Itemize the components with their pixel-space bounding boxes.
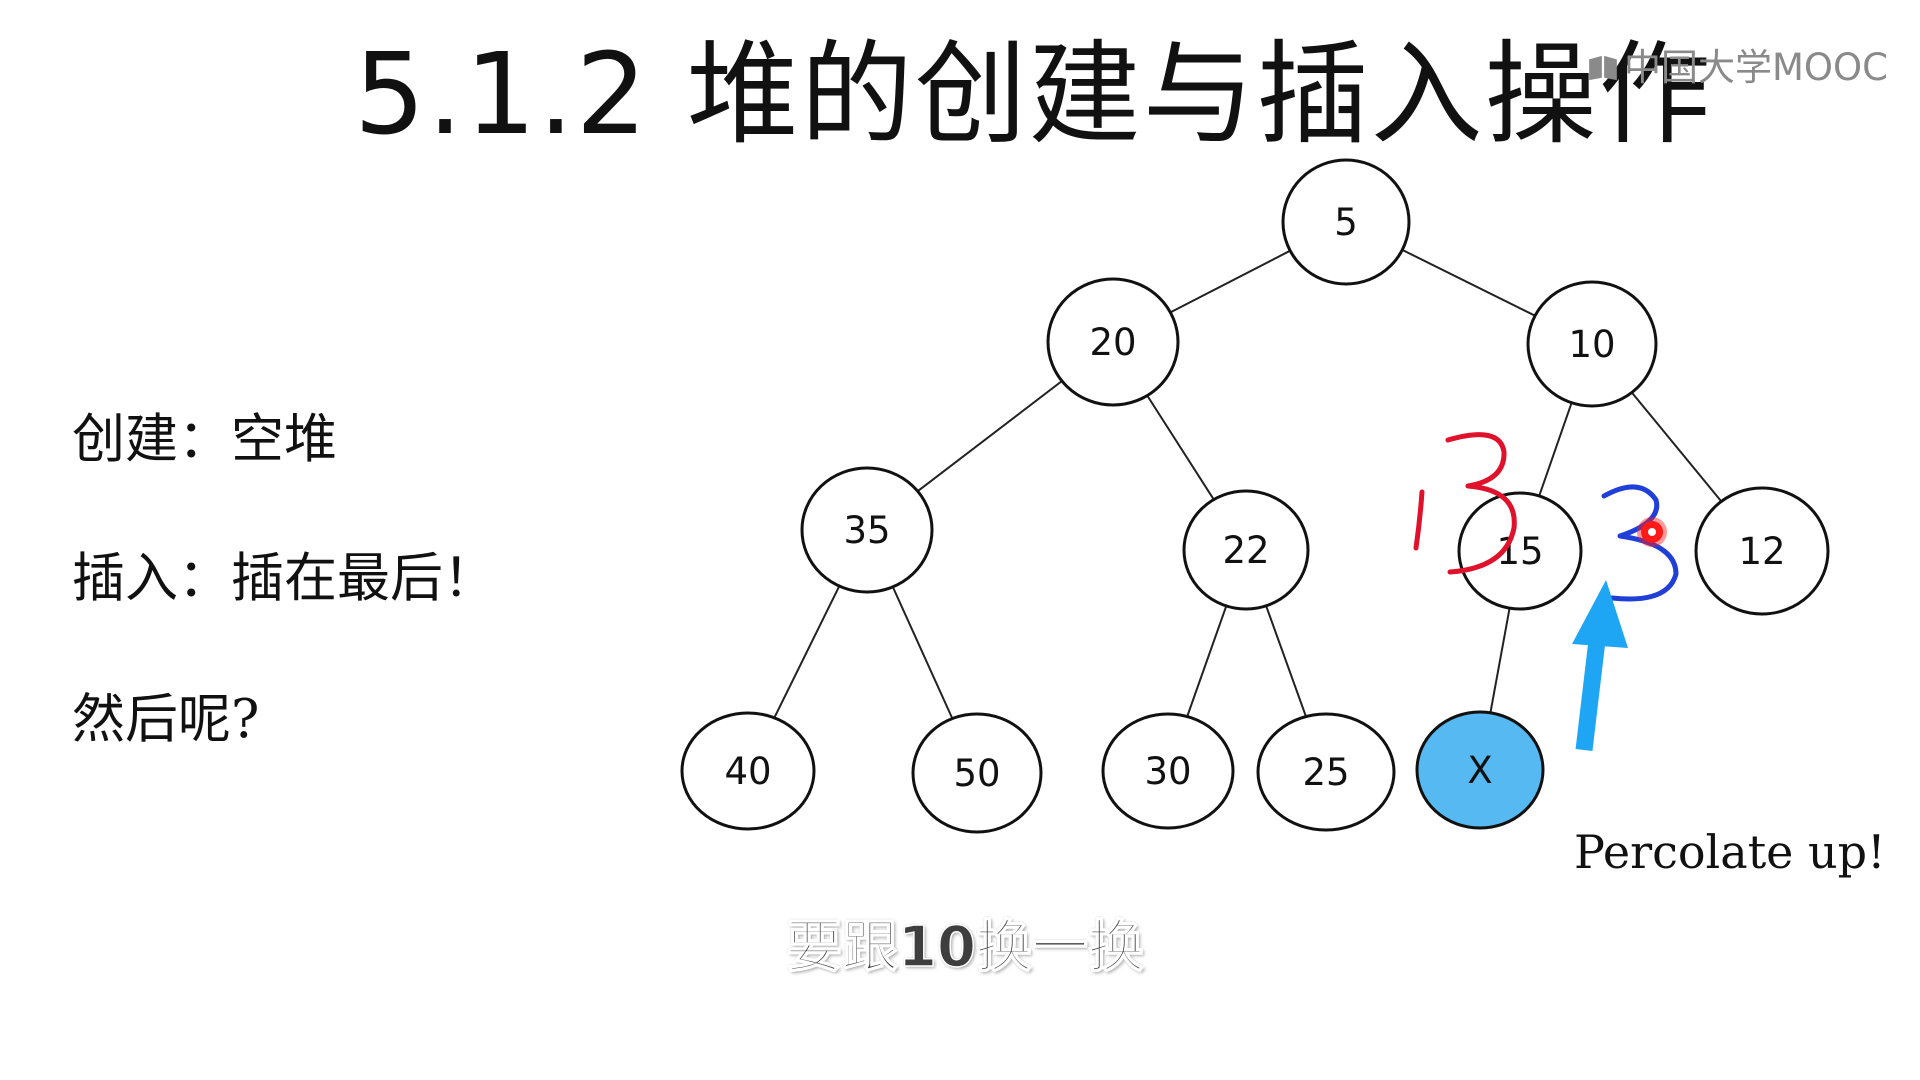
tree-edge-20-35 bbox=[917, 380, 1063, 492]
tree-node-circle bbox=[911, 712, 1043, 834]
tree-node-15: 15 bbox=[1457, 491, 1583, 611]
tree-node-label: 50 bbox=[953, 752, 1000, 795]
page-title: 5.1.2 堆的创建与插入操作 bbox=[354, 30, 1713, 160]
tree-node-22: 22 bbox=[1182, 489, 1310, 611]
tree-node-circle bbox=[680, 711, 816, 831]
tree-node-circle bbox=[800, 466, 934, 594]
tree-edge-10-15 bbox=[1538, 402, 1573, 497]
tree-node-label: 25 bbox=[1302, 751, 1349, 794]
tree-node-30: 30 bbox=[1101, 712, 1235, 830]
handwritten-13 bbox=[1413, 432, 1517, 575]
tree-node-circle bbox=[1256, 712, 1396, 832]
tree-edge-5-20 bbox=[1169, 249, 1291, 314]
tree-edge-20-22 bbox=[1146, 394, 1215, 501]
tree-node-35: 35 bbox=[800, 466, 934, 594]
percolate-up-arrow bbox=[1572, 580, 1628, 752]
tree-node-40: 40 bbox=[680, 711, 816, 831]
tree-node-circle bbox=[1046, 277, 1180, 407]
tree-node-10: 10 bbox=[1526, 280, 1658, 408]
tree-edge-15-X bbox=[1489, 607, 1511, 713]
tree-node-circle bbox=[1101, 712, 1235, 830]
tree-node-label: 12 bbox=[1738, 530, 1785, 573]
handwritten-3 bbox=[1601, 484, 1679, 602]
tree-node-label: X bbox=[1467, 749, 1492, 792]
tree-node-circle bbox=[1457, 491, 1583, 611]
tree-node-50: 50 bbox=[911, 712, 1043, 834]
tree-node-circle bbox=[1694, 486, 1830, 616]
tree-edge-22-30 bbox=[1186, 605, 1228, 717]
brand-logo: 中国大学MOOC bbox=[1588, 44, 1888, 92]
tree-edge-35-50 bbox=[891, 586, 954, 720]
tree-edge-5-10 bbox=[1401, 249, 1536, 317]
percolate-up-label: Percolate up! bbox=[1574, 825, 1886, 879]
pointer-marker bbox=[1637, 517, 1667, 547]
bullet-then-what: 然后呢? bbox=[72, 689, 260, 750]
tree-node-12: 12 bbox=[1694, 486, 1830, 616]
tree-node-5: 5 bbox=[1281, 158, 1411, 286]
tree-node-circle bbox=[1281, 158, 1411, 286]
bullet-create: 创建：空堆 bbox=[72, 409, 337, 470]
tree-edges bbox=[773, 249, 1723, 720]
tree-nodes: 5 20 10 35 22 15 12 40 50 30 25 X bbox=[680, 158, 1830, 834]
handwritten-13-three bbox=[1445, 432, 1517, 575]
tree-node-label: 10 bbox=[1568, 323, 1615, 366]
tree-edge-35-40 bbox=[773, 585, 841, 719]
tree-node-20: 20 bbox=[1046, 277, 1180, 407]
tree-node-label: 5 bbox=[1334, 201, 1358, 244]
tree-node-label: 30 bbox=[1144, 750, 1191, 793]
tree-node-25: 25 bbox=[1256, 712, 1396, 832]
tree-node-x: X bbox=[1415, 710, 1545, 830]
tree-node-label: 22 bbox=[1222, 529, 1269, 572]
tree-edge-10-12 bbox=[1631, 391, 1723, 503]
brand-name: 中国大学MOOC bbox=[1623, 46, 1888, 89]
handwritten-13-one bbox=[1413, 489, 1425, 551]
book-icon bbox=[1589, 55, 1617, 81]
tree-node-circle bbox=[1182, 489, 1310, 611]
tree-node-circle bbox=[1526, 280, 1658, 408]
tree-node-label: 20 bbox=[1089, 321, 1136, 364]
tree-node-circle bbox=[1415, 710, 1545, 830]
bullet-insert: 插入：插在最后！ bbox=[72, 548, 496, 609]
tree-node-label: 40 bbox=[724, 750, 771, 793]
tree-node-label: 35 bbox=[843, 509, 890, 552]
tree-edge-22-25 bbox=[1265, 605, 1307, 717]
subtitle-caption: 要跟10换一换 bbox=[785, 914, 1144, 981]
